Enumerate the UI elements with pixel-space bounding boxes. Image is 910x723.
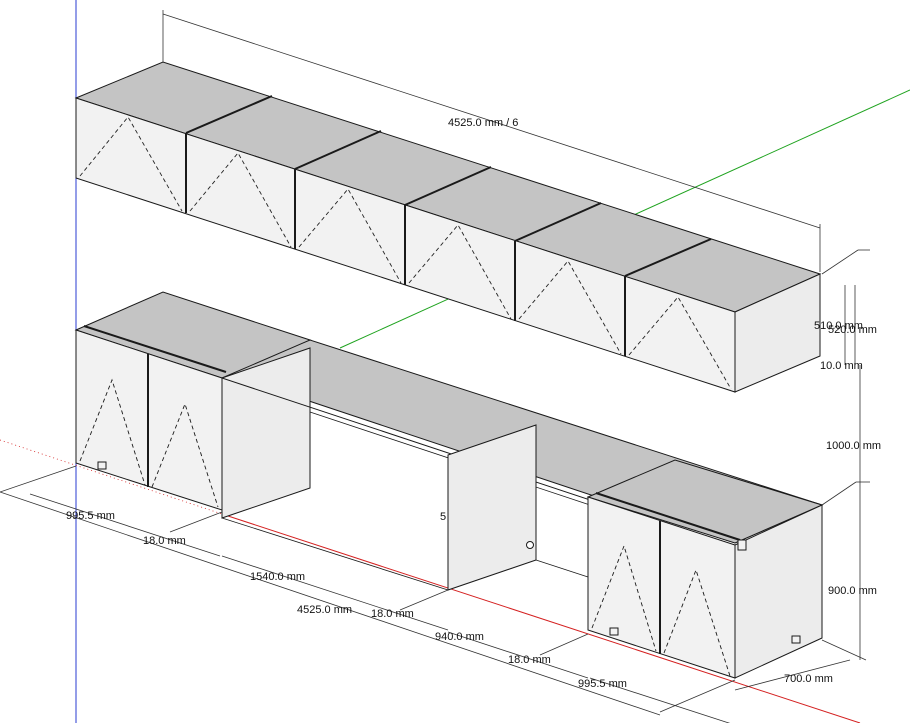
dim-total-length: 4525.0 mm (297, 604, 352, 616)
upper-front-dividers (185, 133, 626, 356)
right-cabinet-handle[interactable] (737, 539, 747, 551)
dim-mid-span: 940.0 mm (435, 631, 484, 643)
red-axis (224, 514, 861, 723)
dim-base-height: 900.0 mm (828, 585, 877, 597)
dim-left-panel: 18.0 mm (143, 535, 186, 547)
dim-desk-span: 1540.0 mm (250, 571, 305, 583)
right-cabinet-foot-2 (791, 635, 801, 644)
dim-upper-total: 4525.0 mm / 6 (448, 117, 518, 129)
dim-base-depth: 700.0 mm (784, 673, 833, 685)
dim-upper-height-outer: 520.0 mm (828, 324, 877, 336)
desk-left-panel (221, 347, 311, 519)
dimension-lines (0, 10, 870, 723)
right-cabinet-foot (609, 627, 619, 636)
left-cabinet-foot (97, 461, 107, 470)
upper-cabinet-row[interactable] (74, 61, 822, 393)
dim-right-cabinet: 995.5 mm (578, 678, 627, 690)
right-cabinet-side (734, 504, 823, 679)
dim-mid-panel: 18.0 mm (371, 608, 414, 620)
upper-side-face (734, 273, 821, 393)
dimension-labels: 4525.0 mm / 6 510.0 mm 520.0 mm 10.0 mm … (66, 117, 881, 690)
dim-counter-to-upper: 1000.0 mm (826, 440, 881, 452)
drawer-mark: 5 (440, 511, 446, 523)
dim-upper-gap: 10.0 mm (820, 360, 863, 372)
dim-right-panel: 18.0 mm (508, 654, 551, 666)
dim-left-cabinet: 995.5 mm (66, 510, 115, 522)
upper-top-dividers (185, 95, 712, 277)
dim-upper-height-inner: 510.0 mm (814, 320, 863, 332)
upper-door-swing-marks (79, 116, 732, 390)
desk-cable-hole[interactable] (526, 541, 534, 549)
